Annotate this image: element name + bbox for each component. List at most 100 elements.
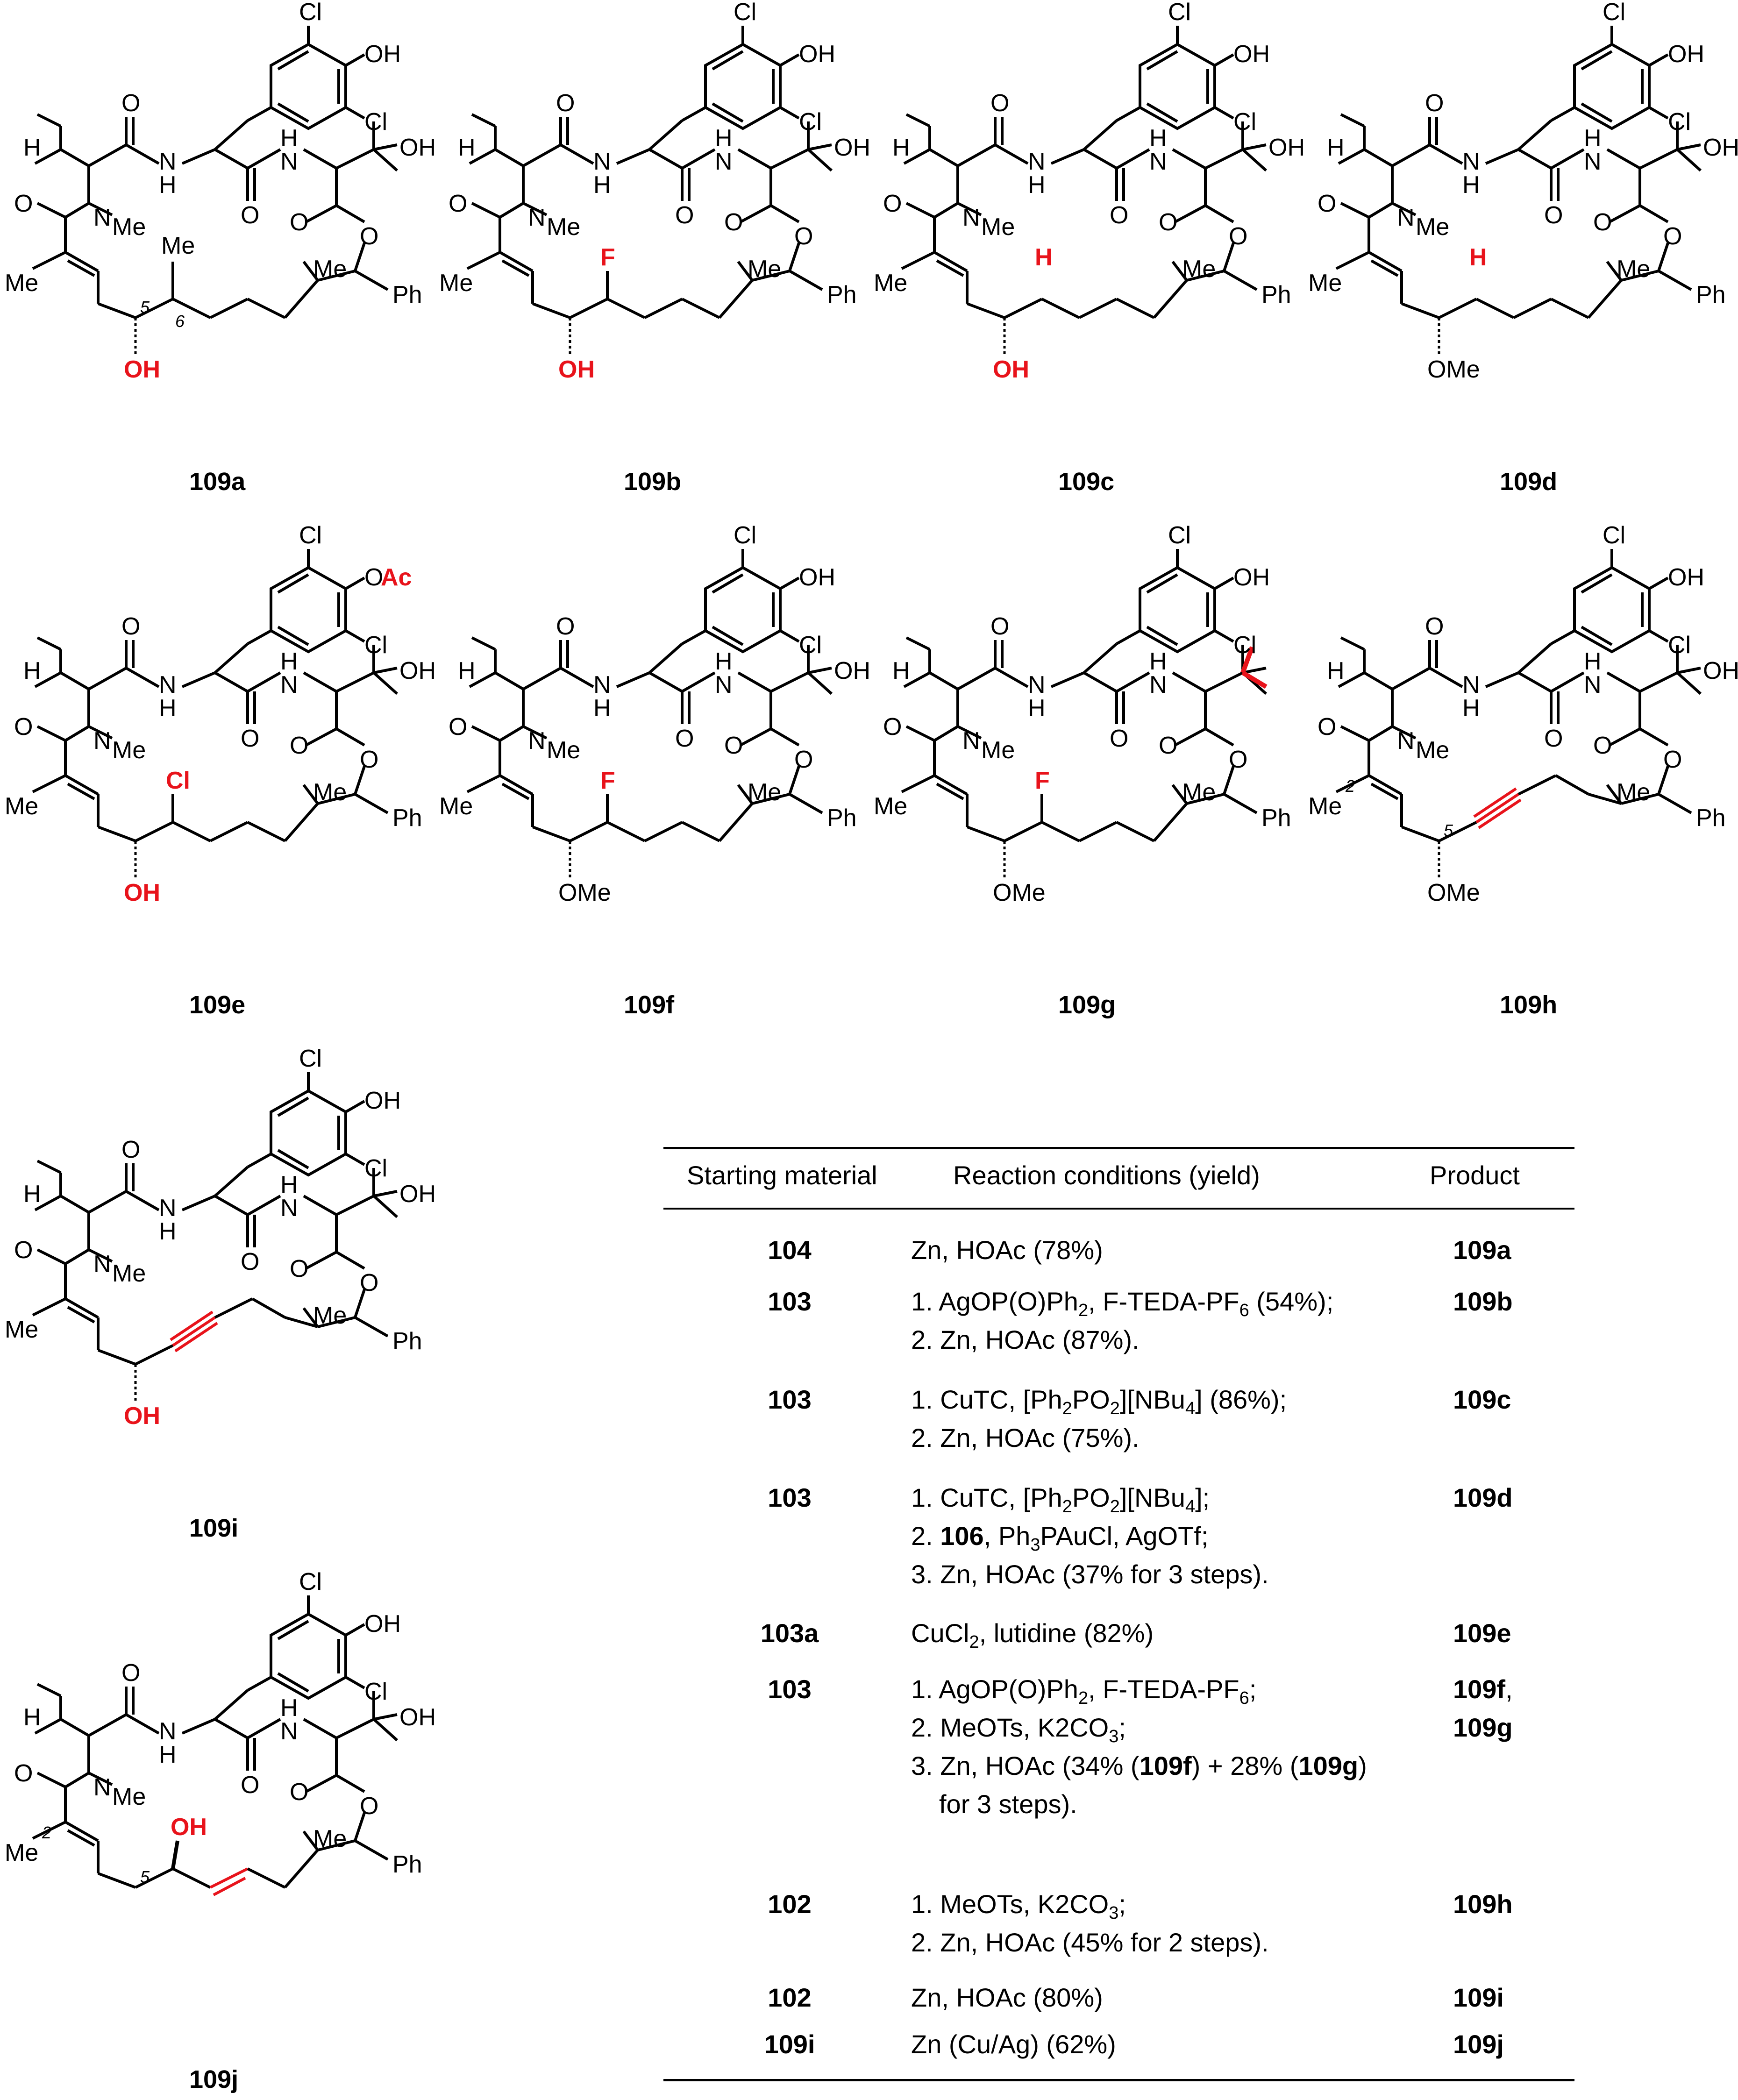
phenyl-label: Ph — [1261, 804, 1291, 832]
amide-n-label: N — [1584, 148, 1602, 175]
condition-step: Zn, HOAc (78%) — [911, 1235, 1103, 1265]
highlight-atom-label: F — [600, 244, 615, 271]
structure-109b — [467, 26, 832, 355]
condition-step: Zn, HOAc (80%) — [911, 1983, 1103, 2012]
carbonyl-o-label: O — [1544, 725, 1563, 752]
carbonyl-o-label: O — [675, 725, 694, 752]
alpha-h-label: H — [458, 657, 476, 684]
condition-step: 1. AgOP(O)Ph2, F-TEDA-PF6 (54%); — [911, 1287, 1334, 1321]
amide-n-label: N — [1149, 671, 1167, 698]
nmethyl-me-label: Me — [112, 214, 146, 241]
acetoxy-o-label: O — [364, 564, 384, 591]
nmethyl-n-label: N — [528, 727, 546, 755]
chloro-label: Cl — [364, 1678, 388, 1705]
methyl-label: Me — [1308, 270, 1342, 297]
conditions-cell: Zn, HOAc (80%) — [911, 1979, 1462, 2017]
amide-h-label: H — [159, 695, 177, 722]
structure-109e — [33, 549, 397, 878]
alpha-h-label: H — [23, 134, 41, 161]
ester-o-label: O — [360, 223, 379, 250]
product-cell: 109f, 109g — [1453, 1674, 1513, 1742]
product-cell: 109a — [1453, 1235, 1511, 1265]
starting-material-cell: 109i — [764, 2029, 815, 2059]
tertiary-oh-label: OH — [1703, 134, 1738, 161]
carbonyl-o-label: O — [14, 713, 33, 740]
conditions-cell: 1. MeOTs, K2CO3;2. Zn, HOAc (45% for 2 s… — [911, 1885, 1462, 1962]
ester-o-label: O — [1229, 746, 1248, 773]
hydroxy-label: OH — [993, 356, 1029, 383]
condition-step: for 3 steps). — [939, 1789, 1077, 1819]
amide-h-label: H — [1584, 648, 1602, 675]
highlight-atom-label: F — [1035, 767, 1050, 794]
carbonyl-o-label: O — [241, 725, 260, 752]
ester-o-label: O — [794, 223, 813, 250]
amide-n-label: N — [1028, 671, 1046, 698]
chloro-label: Cl — [734, 0, 757, 26]
structure-109a — [33, 26, 397, 355]
methyl-label: Me — [1617, 256, 1651, 283]
carbonyl-o-label: O — [883, 190, 902, 217]
amide-n-label: N — [159, 148, 177, 175]
amide-h-label: H — [159, 1218, 177, 1245]
amide-n-label: N — [280, 671, 298, 698]
amide-h-label: H — [593, 171, 611, 199]
methyl-label: Me — [313, 256, 347, 283]
chloro-label: Cl — [1168, 0, 1191, 26]
ester-o-label: O — [1663, 746, 1682, 773]
carbonyl-o-label: O — [241, 1248, 260, 1275]
carbonyl-o-label: O — [556, 90, 575, 117]
amide-n-label: N — [159, 1195, 177, 1222]
starting-material-cell: 103 — [768, 1385, 812, 1414]
tertiary-oh-label: OH — [399, 1704, 436, 1731]
amide-h-label: H — [1028, 695, 1046, 722]
carbonyl-o-label: O — [1544, 202, 1563, 229]
hydroxy-label: OH — [124, 1402, 160, 1430]
compound-label-109i: 109i — [189, 1514, 239, 1542]
nmethyl-n-label: N — [528, 204, 546, 231]
product-cell: 109c — [1453, 1385, 1511, 1414]
carbonyl-o-label: O — [990, 613, 1010, 640]
amide-h-label: H — [280, 1171, 298, 1198]
phenol-oh-label: OH — [799, 41, 835, 68]
amide-h-label: H — [159, 1741, 177, 1768]
product-cell: 109b — [1453, 1287, 1513, 1316]
carbonyl-o-label: O — [1425, 613, 1444, 640]
ester-o-label: O — [1229, 223, 1248, 250]
amide-n-label: N — [1584, 671, 1602, 698]
carbonyl-o-label: O — [121, 1659, 141, 1687]
compound-label-109b: 109b — [624, 468, 682, 496]
alpha-h-label: H — [23, 1704, 41, 1731]
chloro-label: Cl — [1233, 108, 1257, 135]
amide-n-label: N — [1462, 148, 1480, 175]
phenol-oh-label: OH — [364, 41, 401, 68]
condition-step: 2. Zn, HOAc (87%). — [911, 1325, 1140, 1354]
starting-material-cell: 103 — [768, 1287, 812, 1316]
nmethyl-me-label: Me — [112, 737, 146, 764]
conditions-cell: Zn, HOAc (78%) — [911, 1231, 1462, 1269]
nmethyl-n-label: N — [962, 204, 980, 231]
methyl-label: Me — [5, 793, 39, 820]
carbonyl-o-label: O — [1425, 90, 1444, 117]
condition-step: 2. MeOTs, K2CO3; — [911, 1713, 1126, 1747]
position-2-label: 2 — [1346, 776, 1355, 796]
phenol-oh-label: OH — [1233, 41, 1270, 68]
chloro-label: Cl — [799, 108, 822, 135]
phenyl-label: Ph — [392, 804, 422, 832]
methyl-label: Me — [313, 1302, 347, 1329]
structure-109h — [1336, 549, 1701, 878]
carbonyl-o-label: O — [1318, 190, 1337, 217]
alpha-h-label: H — [892, 134, 910, 161]
starting-material-cell: 102 — [768, 1889, 812, 1919]
ester-o-label: O — [1593, 209, 1612, 236]
starting-material-cell: 103a — [760, 1618, 819, 1648]
methyl-label: Me — [5, 1316, 39, 1343]
amide-h-label: H — [1462, 171, 1480, 199]
condition-step: 3. Zn, HOAc (34% (109f) + 28% (109g) — [911, 1751, 1367, 1780]
compound-label-109c: 109c — [1058, 468, 1115, 496]
methyl-label: Me — [1617, 779, 1651, 806]
amide-n-label: N — [159, 1718, 177, 1745]
phenol-oh-label: OH — [1668, 564, 1704, 591]
condition-step: 1. CuTC, [Ph2PO2][NBu4]; — [911, 1483, 1210, 1517]
nmethyl-n-label: N — [1397, 204, 1415, 231]
methyl-label: Me — [439, 793, 473, 820]
